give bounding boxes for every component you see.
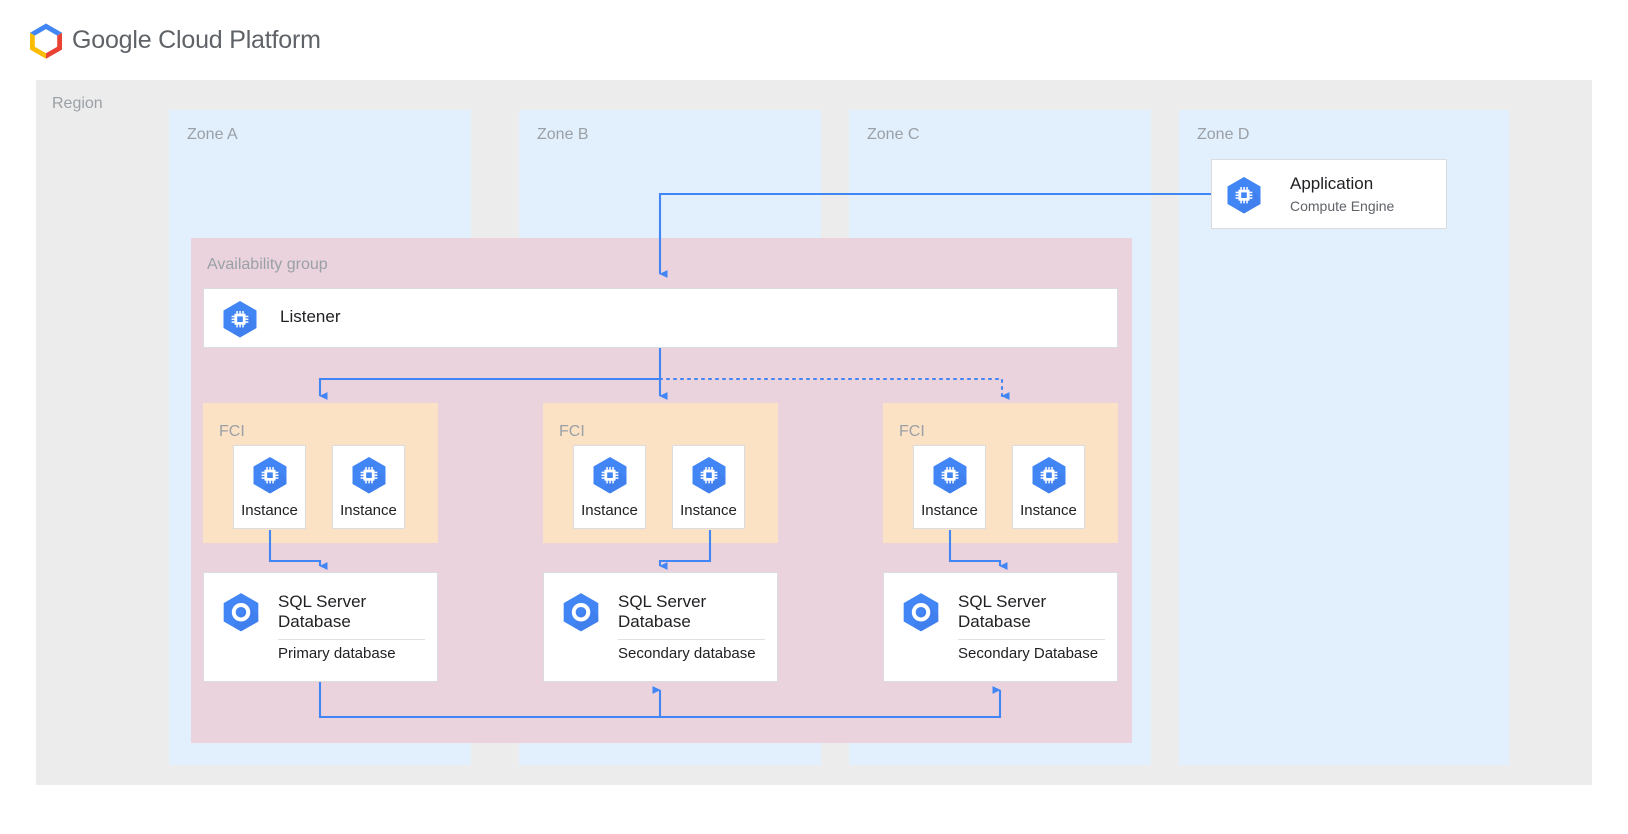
compute-engine-icon: [930, 456, 970, 499]
sql-server-database-role: Primary database: [278, 645, 396, 662]
compute-engine-icon: [349, 456, 389, 499]
region-label: Region: [52, 95, 103, 112]
google-cloud-platform-logo-icon: [26, 22, 66, 60]
brand-title: Google Cloud Platform: [72, 26, 321, 54]
availability-group-label: Availability group: [207, 256, 328, 273]
card-divider: [618, 639, 765, 640]
sql-server-database-card-primary[interactable]: SQL Server Database Primary database: [203, 572, 438, 682]
zone-a-label: Zone A: [187, 126, 238, 143]
instance-card[interactable]: Instance: [573, 445, 646, 529]
card-divider: [278, 639, 425, 640]
fci-label: FCI: [899, 423, 925, 440]
sql-server-database-icon: [900, 592, 942, 637]
sql-server-database-icon: [560, 592, 602, 637]
instance-card[interactable]: Instance: [332, 445, 405, 529]
zone-d-label: Zone D: [1197, 126, 1250, 143]
application-subtitle: Compute Engine: [1290, 198, 1395, 214]
fci-label: FCI: [219, 423, 245, 440]
sql-server-database-role: Secondary Database: [958, 645, 1099, 662]
instance-label: Instance: [340, 502, 397, 519]
instance-label: Instance: [1020, 502, 1077, 519]
sql-server-database-title: SQL Server Database: [278, 592, 367, 631]
sql-server-database-title: SQL Server Database: [618, 592, 707, 631]
application-title: Application: [1290, 174, 1374, 193]
compute-engine-icon: [1029, 456, 1069, 499]
compute-engine-icon: [1224, 176, 1264, 219]
page-header: Google Cloud Platform: [0, 0, 1628, 80]
instance-card[interactable]: Instance: [672, 445, 745, 529]
sql-server-database-card-secondary-b[interactable]: SQL Server Database Secondary database: [543, 572, 778, 682]
compute-engine-icon: [689, 456, 729, 499]
sql-server-database-icon: [220, 592, 262, 637]
instance-card[interactable]: Instance: [913, 445, 986, 529]
listener-title: Listener: [280, 307, 341, 326]
instance-label: Instance: [241, 502, 298, 519]
compute-engine-icon: [250, 456, 290, 499]
application-card[interactable]: Application Compute Engine: [1211, 159, 1447, 229]
sql-server-database-role: Secondary database: [618, 645, 756, 662]
compute-engine-icon: [590, 456, 630, 499]
zone-c-label: Zone C: [867, 126, 920, 143]
instance-card[interactable]: Instance: [233, 445, 306, 529]
instance-label: Instance: [921, 502, 978, 519]
instance-label: Instance: [581, 502, 638, 519]
listener-card[interactable]: Listener: [203, 288, 1118, 348]
sql-server-database-title: SQL Server Database: [958, 592, 1047, 631]
zone-b-label: Zone B: [537, 126, 589, 143]
card-divider: [958, 639, 1105, 640]
sql-server-database-card-secondary-c[interactable]: SQL Server Database Secondary Database: [883, 572, 1118, 682]
instance-card[interactable]: Instance: [1012, 445, 1085, 529]
fci-label: FCI: [559, 423, 585, 440]
instance-label: Instance: [680, 502, 737, 519]
compute-engine-icon: [220, 300, 260, 343]
